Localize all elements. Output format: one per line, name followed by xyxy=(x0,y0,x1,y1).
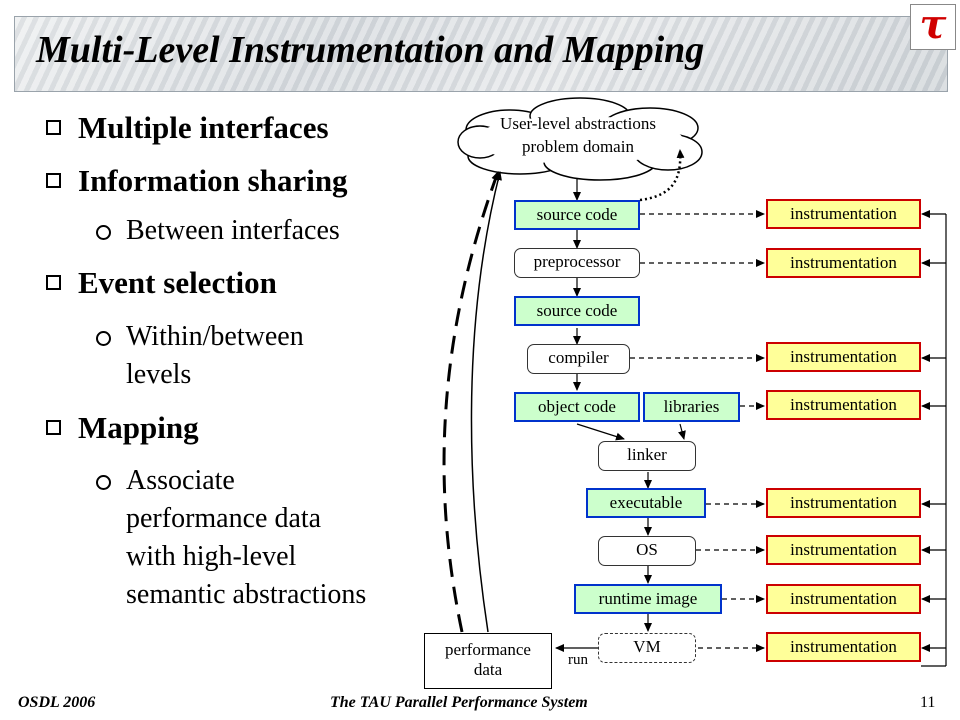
executable-node: executable xyxy=(586,488,706,518)
object-code-node: object code xyxy=(514,392,640,422)
bullet-square-icon xyxy=(46,420,61,435)
preprocessor-node: preprocessor xyxy=(514,248,640,278)
bullet-square-icon xyxy=(46,275,61,290)
compiler-node: compiler xyxy=(527,344,630,374)
instrumentation-box: instrumentation xyxy=(766,199,921,229)
instrumentation-box: instrumentation xyxy=(766,584,921,614)
bullet-mapping: Mapping xyxy=(46,410,199,446)
instrumentation-box: instrumentation xyxy=(766,632,921,662)
instrumentation-box: instrumentation xyxy=(766,390,921,420)
title-banner xyxy=(14,16,948,92)
runtime-image-node: runtime image xyxy=(574,584,722,614)
footer-center: The TAU Parallel Performance System xyxy=(330,694,588,711)
bullet-event-selection: Event selection xyxy=(46,265,277,301)
sub-bullet-between-interfaces: Between interfaces xyxy=(96,212,340,250)
tau-logo-glyph: τ xyxy=(919,1,947,48)
page-title: Multi-Level Instrumentation and Mapping xyxy=(36,29,705,71)
os-node: OS xyxy=(598,536,696,566)
instrumentation-box: instrumentation xyxy=(766,535,921,565)
bullet-information-sharing: Information sharing xyxy=(46,163,348,199)
bullet-multiple-interfaces: Multiple interfaces xyxy=(46,110,329,146)
instrumentation-box: instrumentation xyxy=(766,488,921,518)
bullet-circle-icon xyxy=(96,475,111,490)
tau-logo: τ xyxy=(910,1,956,50)
bullet-square-icon xyxy=(46,120,61,135)
bullet-square-icon xyxy=(46,173,61,188)
instrumentation-box: instrumentation xyxy=(766,342,921,372)
source-code-node-2: source code xyxy=(514,296,640,326)
instrumentation-box: instrumentation xyxy=(766,248,921,278)
bullet-circle-icon xyxy=(96,225,111,240)
linker-node: linker xyxy=(598,441,696,471)
run-label: run xyxy=(568,652,588,668)
vm-node: VM xyxy=(598,633,696,663)
source-code-node: source code xyxy=(514,200,640,230)
page-number: 11 xyxy=(920,694,936,711)
footer-left: OSDL 2006 xyxy=(18,694,96,711)
libraries-node: libraries xyxy=(643,392,740,422)
bullet-circle-icon xyxy=(96,331,111,346)
